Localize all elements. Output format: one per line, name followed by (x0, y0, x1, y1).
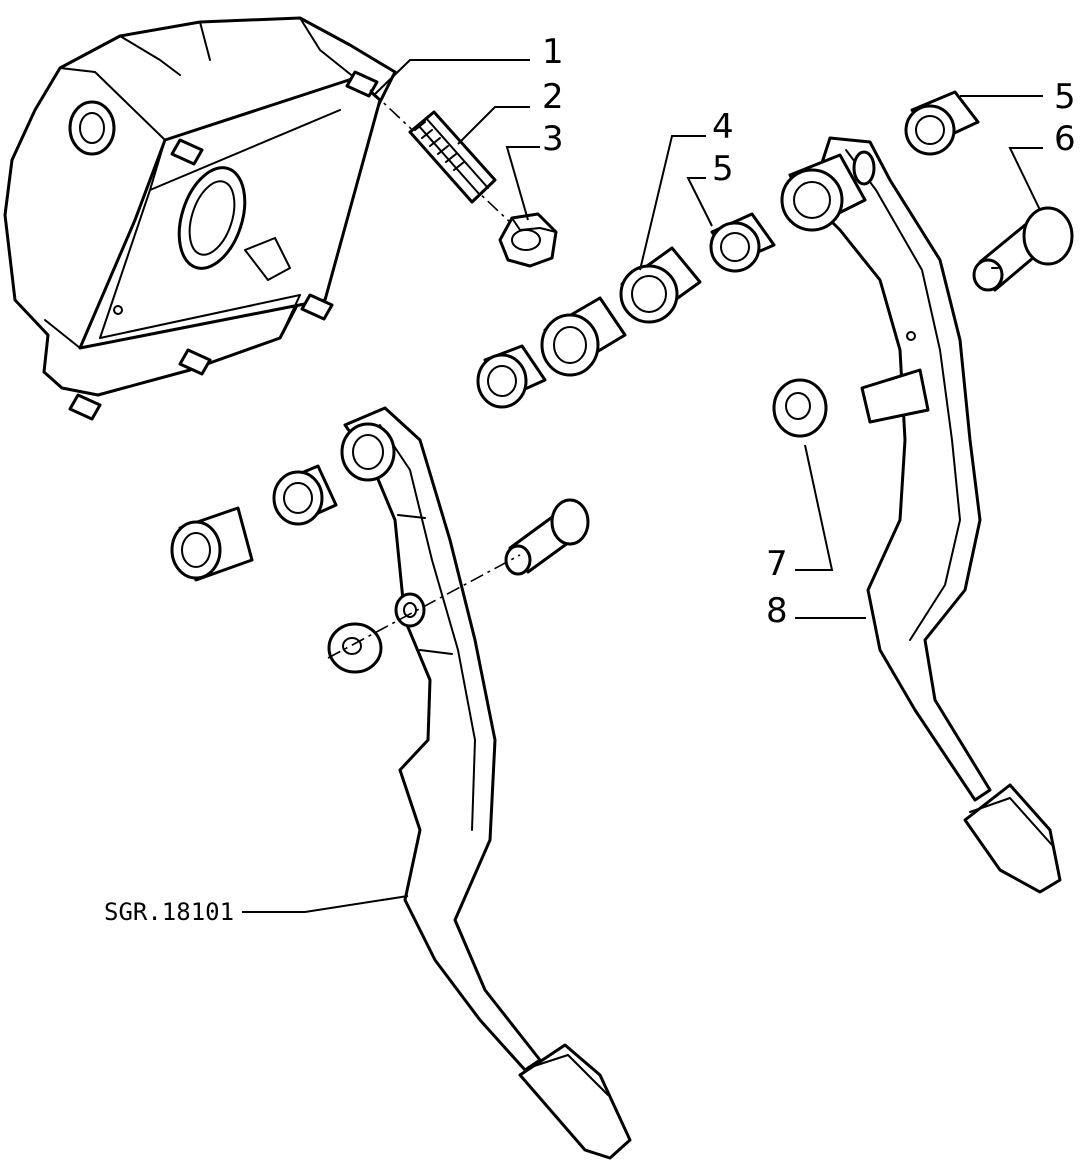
left-washer (327, 622, 383, 674)
callout-5-right: 5 (1054, 77, 1076, 117)
washer-7 (772, 378, 828, 438)
left-pedal (340, 406, 632, 1160)
callout-7: 7 (766, 544, 788, 584)
right-pedal-8 (780, 136, 1062, 894)
left-bushing-large (170, 506, 254, 582)
bushing-left-flanged (476, 344, 547, 409)
leader-lines (242, 59, 1043, 913)
pedal-box-housing (3, 16, 397, 421)
bushing-5-center (709, 212, 776, 273)
bushing-4 (619, 246, 702, 324)
callout-2: 2 (542, 77, 564, 117)
callout-4: 4 (712, 107, 734, 147)
left-bushing-flanged (272, 464, 338, 526)
callout-3: 3 (542, 119, 564, 159)
bushing-left-large (540, 296, 627, 377)
pivot-pin-6 (972, 206, 1074, 292)
flange-nut (498, 212, 558, 268)
reference-code: SGR.18101 (104, 898, 234, 926)
callout-5-center: 5 (712, 149, 734, 189)
bushing-5-right (904, 90, 980, 156)
threaded-stud (408, 110, 497, 204)
left-pivot-pin (504, 498, 590, 576)
callout-8: 8 (766, 591, 788, 631)
callouts: 1 2 3 4 5 5 6 7 8 SGR.18101 (104, 32, 1076, 926)
callout-6: 6 (1054, 119, 1076, 159)
callout-1: 1 (542, 32, 564, 72)
